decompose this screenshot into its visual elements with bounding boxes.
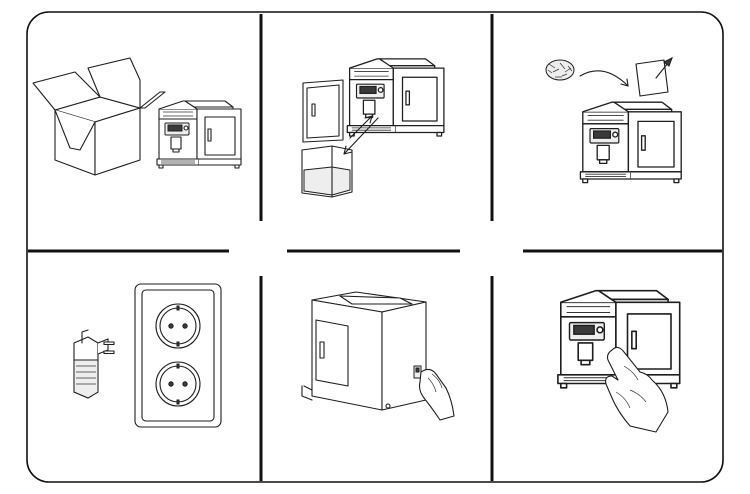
box-and-coffee-machine-icon [32,57,242,176]
water-tank-removal-icon [301,58,445,198]
plug-and-socket-icon [73,283,222,428]
panel-dividers [28,14,722,481]
coffee-beans-into-hopper-icon [545,56,682,184]
outer-frame [26,11,724,483]
rear-power-switch-icon [301,291,455,421]
touch-panel-icon [557,289,681,433]
